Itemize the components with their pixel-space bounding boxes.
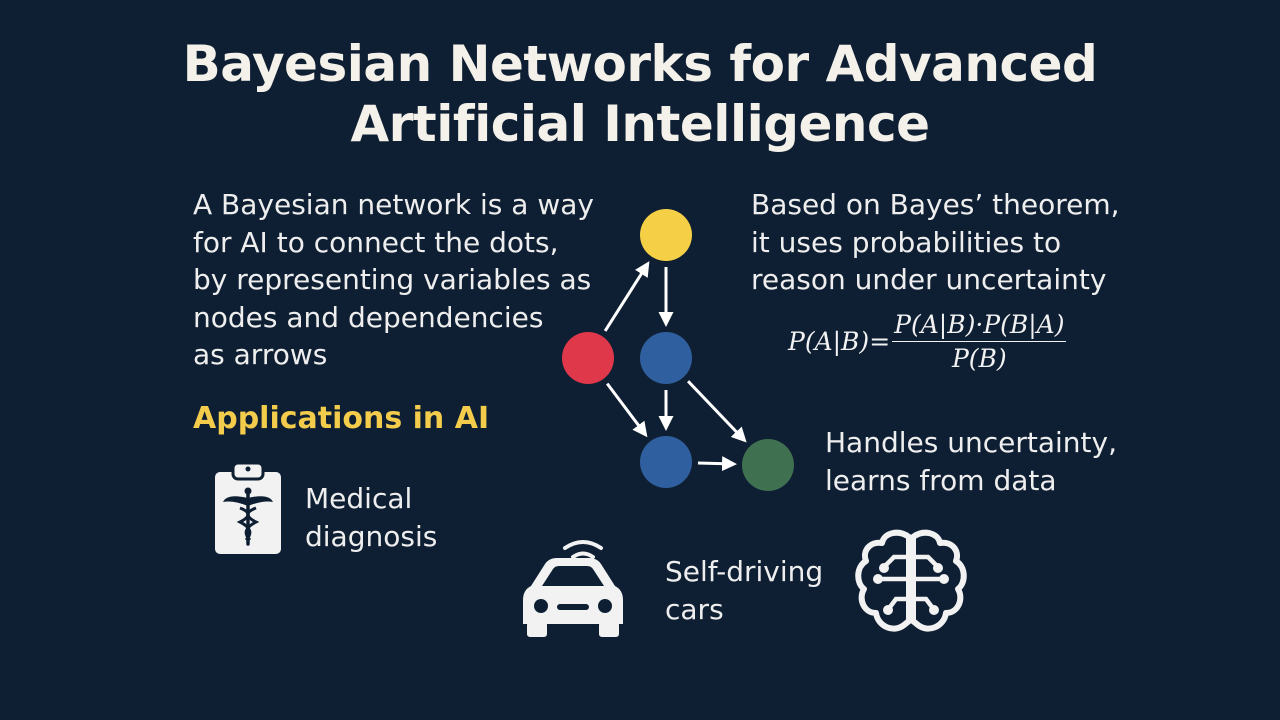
uncertainty-line: learns from data bbox=[825, 463, 1057, 497]
bayes-line: reason under uncertainty bbox=[751, 263, 1107, 296]
formula-fraction: P(A|B)·P(B|A) P(B) bbox=[892, 310, 1067, 373]
node-middle bbox=[640, 332, 692, 384]
car-label-line: Self-driving bbox=[665, 555, 824, 588]
description-line: nodes and dependencies bbox=[193, 300, 544, 334]
brain-circuit-icon bbox=[855, 529, 967, 632]
uncertainty-line: Handles uncertainty, bbox=[825, 426, 1117, 459]
description-line: as arrows bbox=[193, 338, 328, 371]
network-edges bbox=[603, 261, 747, 472]
node-bottom bbox=[640, 436, 692, 488]
car-icon bbox=[523, 540, 623, 637]
uncertainty-label: Handles uncertainty, learns from data bbox=[825, 424, 1117, 499]
description-line: by representing variables as bbox=[193, 263, 592, 296]
edge-middle-to-right bbox=[686, 380, 747, 443]
edge-left-to-bottom bbox=[606, 382, 648, 438]
car-label-line: cars bbox=[665, 592, 724, 626]
page-title: Bayesian Networks for Advanced Artificia… bbox=[0, 34, 1280, 154]
medical-label-line: Medical bbox=[305, 482, 413, 515]
applications-heading: Applications in AI bbox=[193, 401, 490, 436]
description-line: for AI to connect the dots, bbox=[193, 225, 559, 259]
medical-clipboard-icon bbox=[215, 461, 281, 554]
bayes-line: Based on Bayes’ theorem, bbox=[751, 188, 1120, 221]
node-left bbox=[562, 332, 614, 384]
bayesian-network-graph bbox=[562, 209, 794, 491]
node-right bbox=[742, 439, 794, 491]
bayes-formula: P(A|B) = P(A|B)·P(B|A) P(B) bbox=[788, 310, 1067, 373]
description-line: A Bayesian network is a way bbox=[193, 188, 594, 221]
self-driving-label: Self-driving cars bbox=[665, 553, 823, 628]
network-description: A Bayesian network is a way for AI to co… bbox=[193, 186, 594, 374]
title-line-2: Artificial Intelligence bbox=[350, 95, 930, 153]
bayes-line: it uses probabilities to bbox=[751, 225, 1062, 259]
title-line-1: Bayesian Networks for Advanced bbox=[182, 35, 1098, 93]
formula-denominator: P(B) bbox=[951, 344, 1007, 373]
node-top bbox=[640, 209, 692, 261]
edge-left-to-top bbox=[603, 261, 650, 332]
medical-label-line: diagnosis bbox=[305, 519, 438, 553]
edge-bottom-to-right bbox=[697, 456, 738, 472]
formula-lhs: P(A|B) bbox=[788, 327, 870, 356]
bayes-description: Based on Bayes’ theorem, it uses probabi… bbox=[751, 186, 1120, 299]
formula-equals: = bbox=[869, 327, 891, 356]
medical-diagnosis-label: Medical diagnosis bbox=[305, 480, 437, 555]
network-nodes bbox=[562, 209, 794, 491]
formula-numerator: P(A|B)·P(B|A) bbox=[892, 310, 1067, 342]
